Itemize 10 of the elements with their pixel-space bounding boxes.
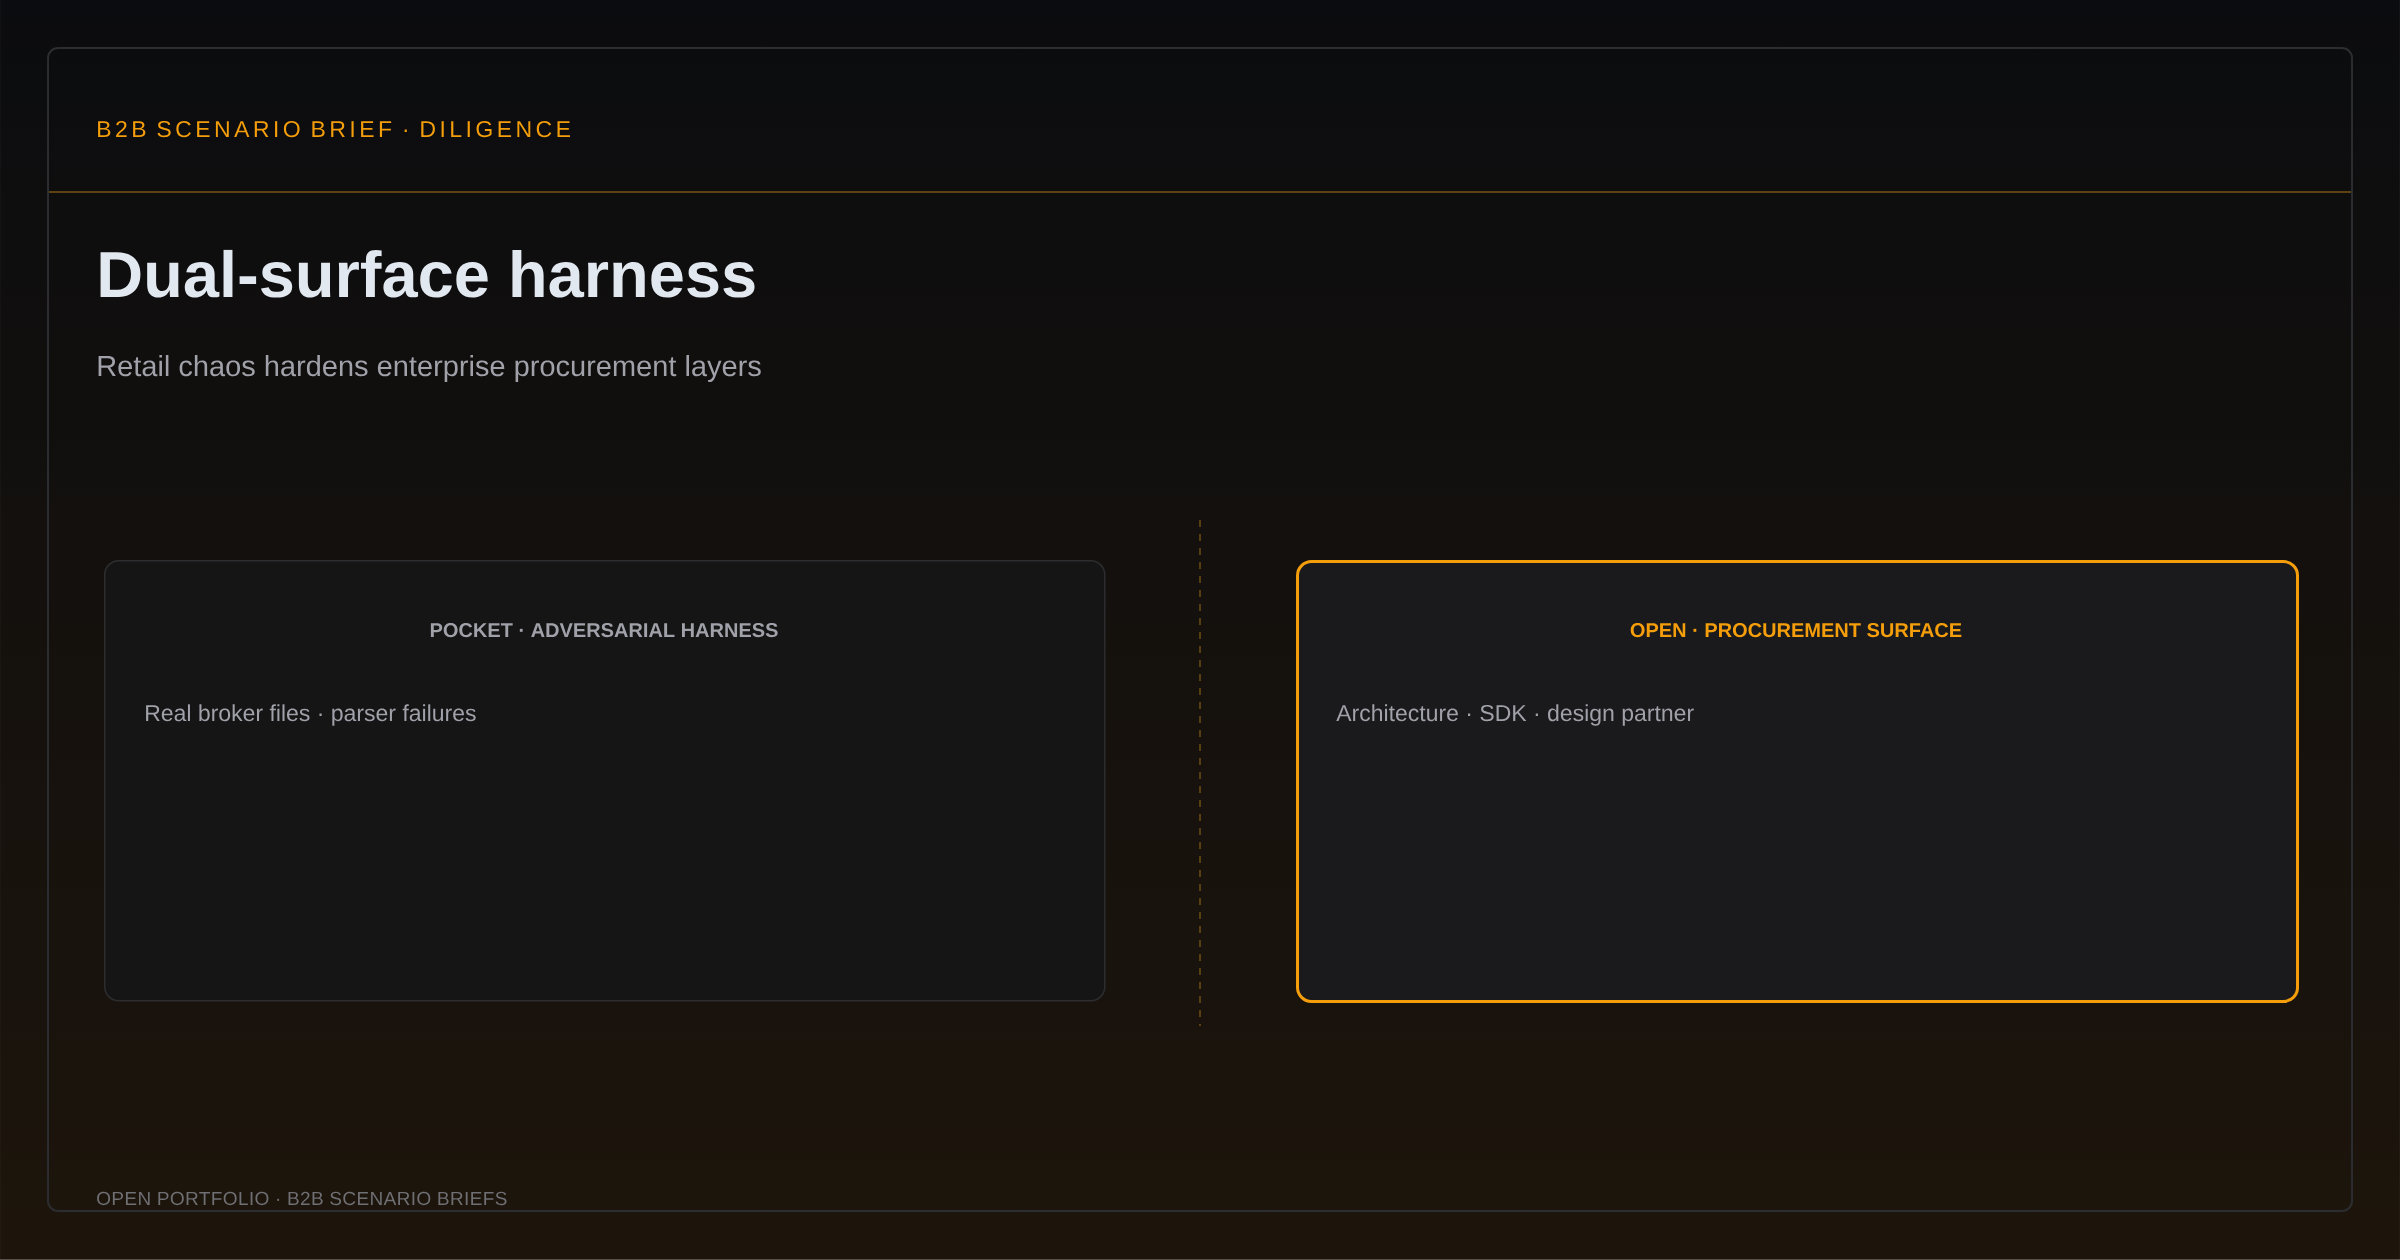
panel-text: Architecture · SDK · design partner bbox=[1336, 704, 1694, 726]
eyebrow-label: B2B SCENARIO BRIEF · DILIGENCE bbox=[98, 120, 570, 138]
panel bbox=[104, 560, 1106, 1002]
panel-text: Real broker files · parser failures bbox=[146, 704, 476, 726]
footer-text: OPEN PORTFOLIO · B2B SCENARIO BRIEFS bbox=[97, 1191, 507, 1206]
panel bbox=[1296, 560, 2299, 1003]
title: Dual-surface harness bbox=[100, 249, 755, 298]
panel-heading: OPEN · PROCUREMENT SURFACE bbox=[1630, 623, 1962, 638]
panel-heading: POCKET · ADVERSARIAL HARNESS bbox=[430, 623, 778, 638]
subtitle: Retail chaos hardens enterprise procurement layers bbox=[98, 355, 761, 382]
